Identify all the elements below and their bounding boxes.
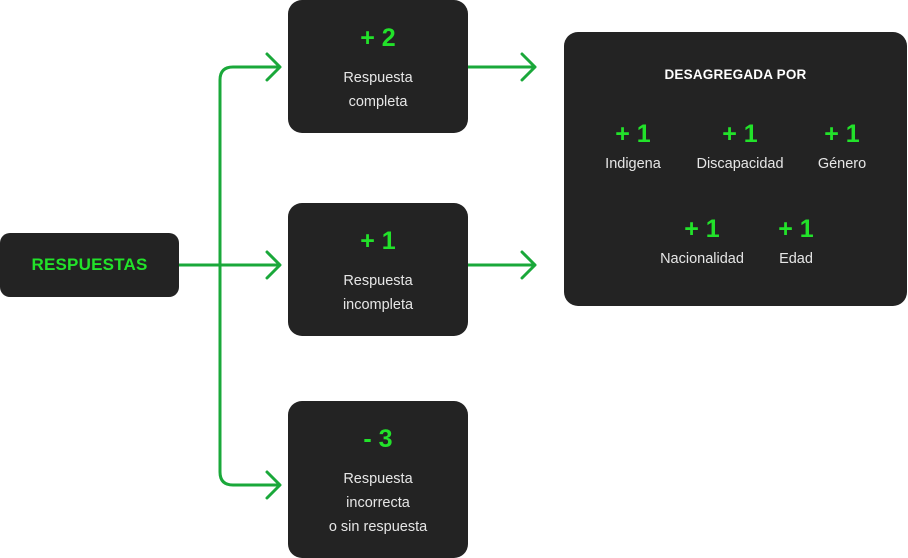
- breakdown-item-discapacidad: + 1 Discapacidad: [685, 120, 795, 172]
- node-desagregada-por: DESAGREGADA POR + 1 Indigena + 1 Discapa…: [564, 32, 907, 306]
- breakdown-label: Indigena: [605, 156, 661, 172]
- arrow-head-complete: [265, 52, 282, 82]
- desc-wrong-line-2: incorrecta: [346, 495, 410, 511]
- node-respuesta-incorrecta: - 3 Respuesta incorrecta o sin respuesta: [288, 401, 468, 558]
- breakdown-label: Nacionalidad: [660, 251, 744, 267]
- node-respuesta-completa: + 2 Respuesta completa: [288, 0, 468, 133]
- node-respuesta-incompleta: + 1 Respuesta incompleta: [288, 203, 468, 336]
- desc-incomplete-line-2: incompleta: [342, 297, 414, 313]
- arrow-head-incomplete: [265, 250, 282, 280]
- breakdown-score: + 1: [778, 215, 814, 243]
- breakdown-item-genero: + 1 Género: [787, 120, 897, 172]
- breakdown-score: + 1: [824, 120, 860, 148]
- root-label: RESPUESTAS: [31, 255, 148, 274]
- arrow-complete-to-breakdown: [466, 52, 537, 82]
- breakdown-label: Género: [817, 156, 867, 172]
- breakdown-label: Discapacidad: [696, 156, 784, 172]
- desc-complete-line-2: completa: [348, 94, 408, 110]
- breakdown-score: + 1: [684, 215, 720, 243]
- root-node-respuestas: RESPUESTAS: [0, 233, 179, 297]
- score-wrong: - 3: [363, 425, 393, 453]
- breakdown-title: DESAGREGADA POR: [664, 67, 807, 82]
- score-complete: + 2: [360, 24, 396, 52]
- breakdown-item-edad: + 1 Edad: [741, 215, 851, 267]
- arrow-head-wrong: [265, 470, 282, 500]
- breakdown-score: + 1: [615, 120, 651, 148]
- breakdown-label: Edad: [779, 251, 813, 267]
- trunk-line: [177, 65, 281, 487]
- arrow-incomplete-to-breakdown: [466, 250, 537, 280]
- breakdown-item-indigena: + 1 Indigena: [578, 120, 688, 172]
- desc-incomplete-line-1: Respuesta: [343, 273, 413, 289]
- score-incomplete: + 1: [360, 227, 396, 255]
- breakdown-item-nacionalidad: + 1 Nacionalidad: [647, 215, 757, 267]
- desc-wrong-line-1: Respuesta: [343, 471, 413, 487]
- desc-wrong-line-3: o sin respuesta: [328, 519, 428, 535]
- breakdown-score: + 1: [722, 120, 758, 148]
- desc-complete-line-1: Respuesta: [343, 70, 413, 86]
